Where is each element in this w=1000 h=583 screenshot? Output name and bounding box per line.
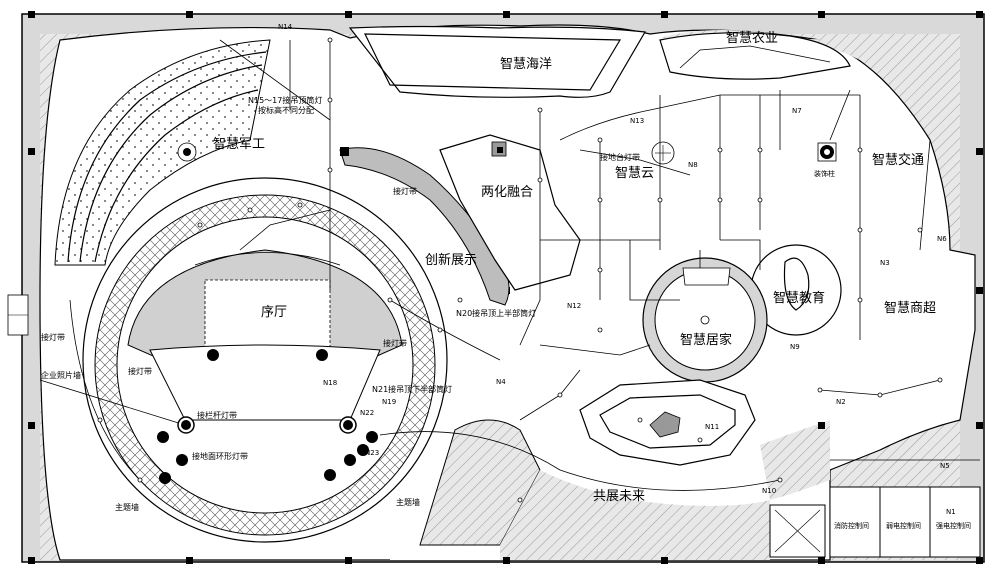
circuit-n22: N22 xyxy=(360,409,374,417)
lobby-area xyxy=(82,177,448,543)
circuit-n18: N18 xyxy=(323,379,337,387)
zone-label-transport: 智慧交通 xyxy=(872,152,924,168)
note-strip-light-integration: 接灯带 xyxy=(393,186,417,196)
note-ground-strip: 接地台灯带 xyxy=(600,152,640,162)
lobby-lights xyxy=(157,349,378,484)
room-fire-control: 消防控制间 xyxy=(834,521,869,530)
agriculture-zone-area xyxy=(659,32,851,80)
note-n21: N21接吊顶下半部筒灯 xyxy=(372,384,452,394)
light-fixtures xyxy=(97,37,943,503)
zone-label-innovation: 创新展示 xyxy=(425,252,477,268)
note-theme-wall-right: 主题墙 xyxy=(396,497,420,507)
note-n20: N20接吊顶上半部筒灯 xyxy=(456,308,536,318)
room-strong-current: 强电控制间 xyxy=(936,521,971,530)
note-railing: 接栏杆灯带 xyxy=(197,410,237,420)
note-photo-wall: 企业照片墙 xyxy=(41,370,81,380)
future-zone-area xyxy=(579,379,756,466)
control-rooms xyxy=(769,486,981,558)
circuit-n6: N6 xyxy=(937,235,947,243)
circuit-n1: N1 xyxy=(946,508,956,516)
circuit-n13: N13 xyxy=(630,117,644,125)
zone-label-integration: 两化融合 xyxy=(481,185,533,200)
home-zone-area xyxy=(642,257,768,383)
circuit-n14: N14 xyxy=(278,23,293,31)
zone-label-ocean: 智慧海洋 xyxy=(500,56,552,72)
circuit-n23: N23 xyxy=(365,449,379,457)
zone-label-agriculture: 智慧农业 xyxy=(726,30,778,46)
circuit-n7: N7 xyxy=(792,107,802,115)
circuit-n5: N5 xyxy=(940,462,950,470)
note-pillar: 装饰柱 xyxy=(814,169,835,178)
zone-label-military: 智慧军工 xyxy=(213,136,265,152)
zone-label-home: 智慧居家 xyxy=(680,332,732,348)
lighting-circuits xyxy=(39,39,980,491)
zone-label-cloud: 智慧云 xyxy=(615,165,654,181)
circuit-n11: N11 xyxy=(705,423,719,431)
pillar-area xyxy=(817,142,837,162)
circuit-n3: N3 xyxy=(880,259,890,267)
note-theme-wall-left: 主题墙 xyxy=(115,502,139,512)
military-zone-area xyxy=(54,39,271,266)
note-strip-light-lobby-right: 接灯带 xyxy=(383,338,407,348)
zone-label-future: 共展未来 xyxy=(593,489,645,504)
note-n15-line2: 按标高不同分配 xyxy=(258,105,314,115)
circuit-n8: N8 xyxy=(688,161,698,169)
note-strip-light-lobby-left: 接灯带 xyxy=(128,366,152,376)
room-weak-current: 弱电控制间 xyxy=(886,521,921,530)
circuit-n9: N9 xyxy=(790,343,800,351)
circuit-n12: N12 xyxy=(567,302,581,310)
circuit-n19: N19 xyxy=(382,398,396,406)
cloud-zone-area xyxy=(651,141,675,165)
zone-label-education: 智慧教育 xyxy=(773,290,825,306)
note-ground-ring: 接地面环形灯带 xyxy=(192,451,248,461)
ocean-zone-area xyxy=(348,25,646,98)
circuit-n2: N2 xyxy=(836,398,846,406)
note-strip-light-left: 接灯带 xyxy=(41,332,65,342)
zone-label-supermarket: 智慧商超 xyxy=(884,300,936,316)
circuit-n10: N10 xyxy=(762,487,776,495)
circuit-n4: N4 xyxy=(496,378,506,386)
zone-label-lobby: 序厅 xyxy=(261,305,287,320)
note-n15-line1: N15～17接吊顶筒灯 xyxy=(248,95,322,105)
integration-zone-area xyxy=(339,134,581,306)
